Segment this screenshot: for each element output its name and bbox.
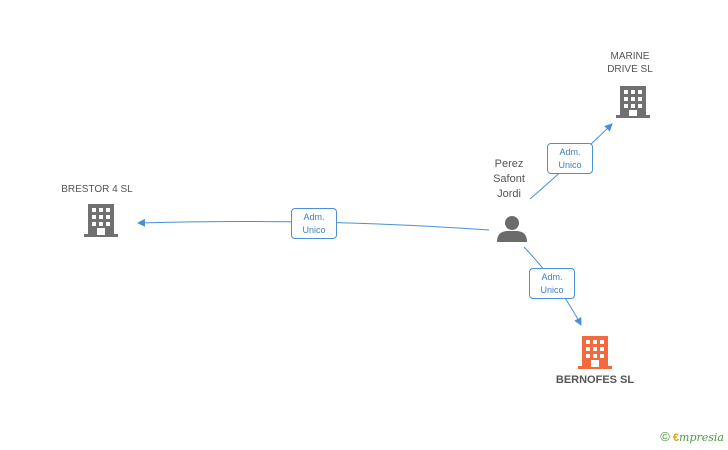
edge-label-marine-line2: Unico (558, 160, 582, 170)
brand-name: mpresia (679, 431, 724, 444)
edge-label-bernofes[interactable]: Adm. Unico (529, 268, 575, 299)
bernofes-label-text: BERNOFES SL (555, 374, 635, 386)
bernofes-building-icon[interactable] (578, 336, 612, 369)
person-label-line3: Jordi (497, 188, 521, 200)
person-label-line1: Perez (494, 158, 524, 170)
brestor-label[interactable]: BRESTOR 4 SL (47, 183, 147, 196)
edge-label-marine[interactable]: Adm. Unico (547, 143, 593, 174)
edge-label-marine-line1: Adm. (559, 147, 581, 157)
edge-label-brestor[interactable]: Adm. Unico (291, 208, 337, 239)
marine-label-line1: MARINE (610, 51, 650, 62)
marine-building-icon[interactable] (616, 86, 650, 118)
person-label[interactable]: Perez Safont Jordi (476, 157, 542, 202)
brestor-label-text: BRESTOR 4 SL (61, 184, 133, 195)
edge-label-brestor-line1: Adm. (303, 212, 325, 222)
marine-label-line2: DRIVE SL (607, 64, 653, 75)
edge-label-bernofes-line1: Adm. (541, 272, 563, 282)
edge-label-brestor-line2: Unico (302, 225, 326, 235)
brand-e-glyph: € (672, 432, 680, 444)
empresia-logo: © €mpresia (660, 429, 724, 444)
copyright-symbol: © (660, 429, 670, 444)
edge-label-bernofes-line2: Unico (540, 285, 564, 295)
brestor-building-icon[interactable] (84, 204, 118, 237)
marine-drive-label[interactable]: MARINE DRIVE SL (590, 50, 670, 76)
bernofes-label[interactable]: BERNOFES SL (540, 374, 650, 386)
person-icon[interactable] (497, 216, 527, 242)
person-label-line2: Safont (493, 173, 525, 185)
